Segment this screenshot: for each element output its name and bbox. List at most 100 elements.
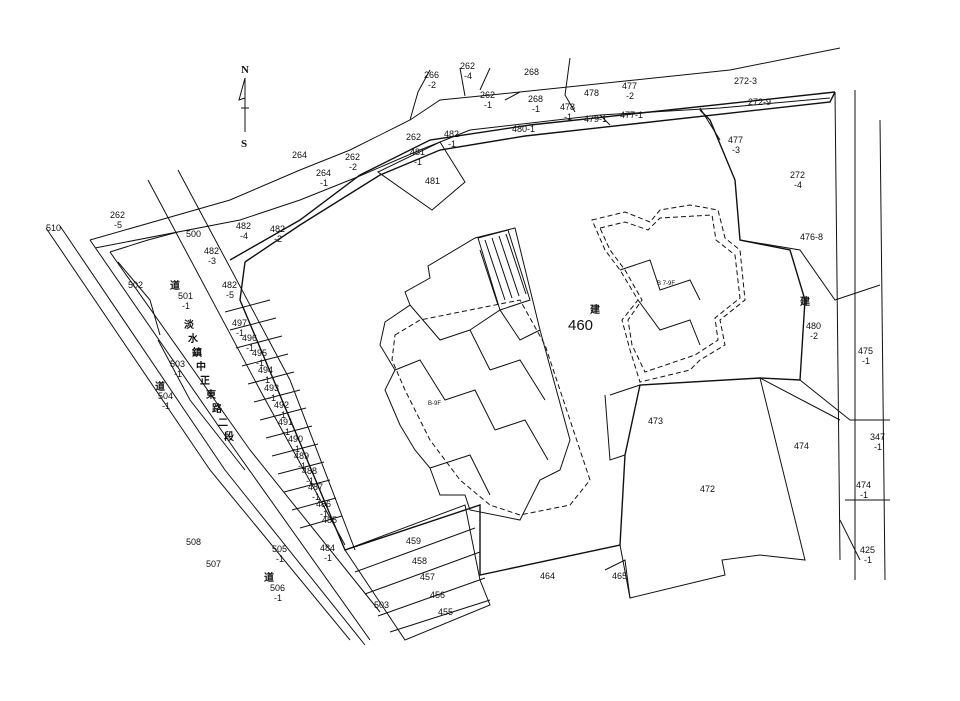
parcel-subnumber: -1 (278, 410, 286, 420)
parcel-number: 262 (110, 210, 125, 220)
parcel-number: 482 (444, 129, 459, 139)
parcel-number: 347 (870, 432, 885, 442)
main-parcel-label: 460 (568, 317, 593, 334)
parcel-number: 503 (170, 359, 185, 369)
parcel-number: 476-8 (800, 232, 823, 242)
parcel-number: 475 (858, 346, 873, 356)
parcel-number: 504 (158, 391, 173, 401)
parcel-number: 477 (728, 135, 743, 145)
parcel-subnumber: -1 (320, 509, 328, 519)
parcel-subnumber: -1 (864, 555, 872, 565)
parcel-subnumber: -1 (862, 356, 870, 366)
parcel-number: 487 (308, 482, 323, 492)
parcel-subnumber: -1 (324, 553, 332, 563)
parcel-subnumber: -1 (262, 375, 270, 385)
parcel-number: 262 (345, 152, 360, 162)
parcel-subnumber: -1 (236, 328, 244, 338)
road-char: 路 (212, 402, 223, 415)
parcel-number: 474 (856, 480, 871, 490)
parcel-subnumber: -1 (320, 178, 328, 188)
parcel-number: 473 (648, 416, 663, 426)
parcel-number: 264 (316, 168, 331, 178)
parcel-number: 481 (425, 176, 440, 186)
parcel-number: 480-1 (512, 124, 535, 134)
parcel-subnumber: -1 (448, 139, 456, 149)
road-char: 東 (206, 388, 216, 401)
road-char: 鎮 (192, 346, 202, 359)
parcel-number: 481 (410, 147, 425, 157)
parcel-number: 262 (406, 132, 421, 142)
parcel-subnumber: -4 (240, 231, 248, 241)
parcel-subnumber: -1 (246, 343, 254, 353)
parcel-subnumber: -3 (208, 256, 216, 266)
parcel-number: 465 (612, 571, 627, 581)
parcel-number: 491 (278, 417, 293, 427)
parcel-number: 464 (540, 571, 555, 581)
road-marker-1: 道 (170, 279, 180, 292)
parcel-number: 482 (236, 221, 251, 231)
parcel-number: 505 (272, 544, 287, 554)
parcel-number: 477 (622, 81, 637, 91)
parcel-subnumber: -2 (274, 234, 282, 244)
parcel-number: 500 (186, 229, 201, 239)
parcel-number: 482 (222, 280, 237, 290)
parcel-number: 268 (524, 67, 539, 77)
parcel-subnumber: -1 (268, 393, 276, 403)
road-char: 二 (218, 417, 228, 429)
north-arrow: N S (238, 64, 249, 150)
parcel-subnumber: -1 (874, 442, 882, 452)
parcel-subnumber: -1 (414, 157, 422, 167)
parcel-subnumber: -2 (626, 91, 634, 101)
parcel-number: 272 (790, 170, 805, 180)
parcel-number: 479-1 (584, 114, 607, 124)
road-name-vertical: 淡 水 鎮 中 正 東 路 二 段 (184, 319, 234, 443)
parcel-number: 488 (302, 466, 317, 476)
parcel-subnumber: -1 (484, 100, 492, 110)
parcel-subnumber: -1 (282, 427, 290, 437)
parcel-subnumber: -1 (312, 492, 320, 502)
parcel-subnumber: -2 (428, 80, 436, 90)
parcel-subnumber: -1 (274, 593, 282, 603)
parcel-subnumber: -1 (256, 358, 264, 368)
parcel-number: 478 (584, 88, 599, 98)
parcel-number: 262 (460, 61, 475, 71)
parcel-subnumber: -1 (306, 476, 314, 486)
parcel-subnumber: -1 (292, 444, 300, 454)
parcel-subnumber: -1 (162, 401, 170, 411)
parcel-number: 485 (322, 515, 337, 525)
road-char: 淡 (184, 319, 195, 331)
road-char: 水 (187, 332, 199, 345)
parcel-subnumber: -2 (810, 331, 818, 341)
parcel-number: 489 (294, 451, 309, 461)
parcel-number: 501 (178, 291, 193, 301)
parcel-subnumber: -3 (732, 145, 740, 155)
parcel-number: 268 (528, 94, 543, 104)
parcel-number: 457 (420, 572, 435, 582)
parcel-number: 486 (316, 499, 331, 509)
building-label-west: B-9F (428, 401, 441, 407)
parcel-subnumber: -1 (174, 369, 182, 379)
parcel-subnumber: -1 (860, 490, 868, 500)
road-marker-3: 道 (264, 571, 274, 584)
parcel-subnumber: -5 (226, 290, 234, 300)
parcel-number: 490 (288, 434, 303, 444)
parcel-number: 484 (320, 543, 335, 553)
parcel-number: 480 (806, 321, 821, 331)
parcel-number: 506 (270, 583, 285, 593)
road-char: 中 (196, 360, 206, 373)
parcel-number: 502 (128, 280, 143, 290)
parcel-number: 262 (480, 90, 495, 100)
parcel-number: 272-9 (748, 97, 771, 107)
parcel-subnumber: -1 (532, 104, 540, 114)
parcel-number: 510 (46, 223, 61, 233)
parcel-number: 425 (860, 545, 875, 555)
parcel-number: 496 (242, 333, 257, 343)
building-marker: 建 (589, 303, 601, 316)
parcel-number: 472 (700, 484, 715, 494)
parcel-number: 272-3 (734, 76, 757, 86)
parcel-number: 477-1 (620, 110, 643, 120)
parcel-number: 474 (794, 441, 809, 451)
parcel-number: 455 (438, 607, 453, 617)
